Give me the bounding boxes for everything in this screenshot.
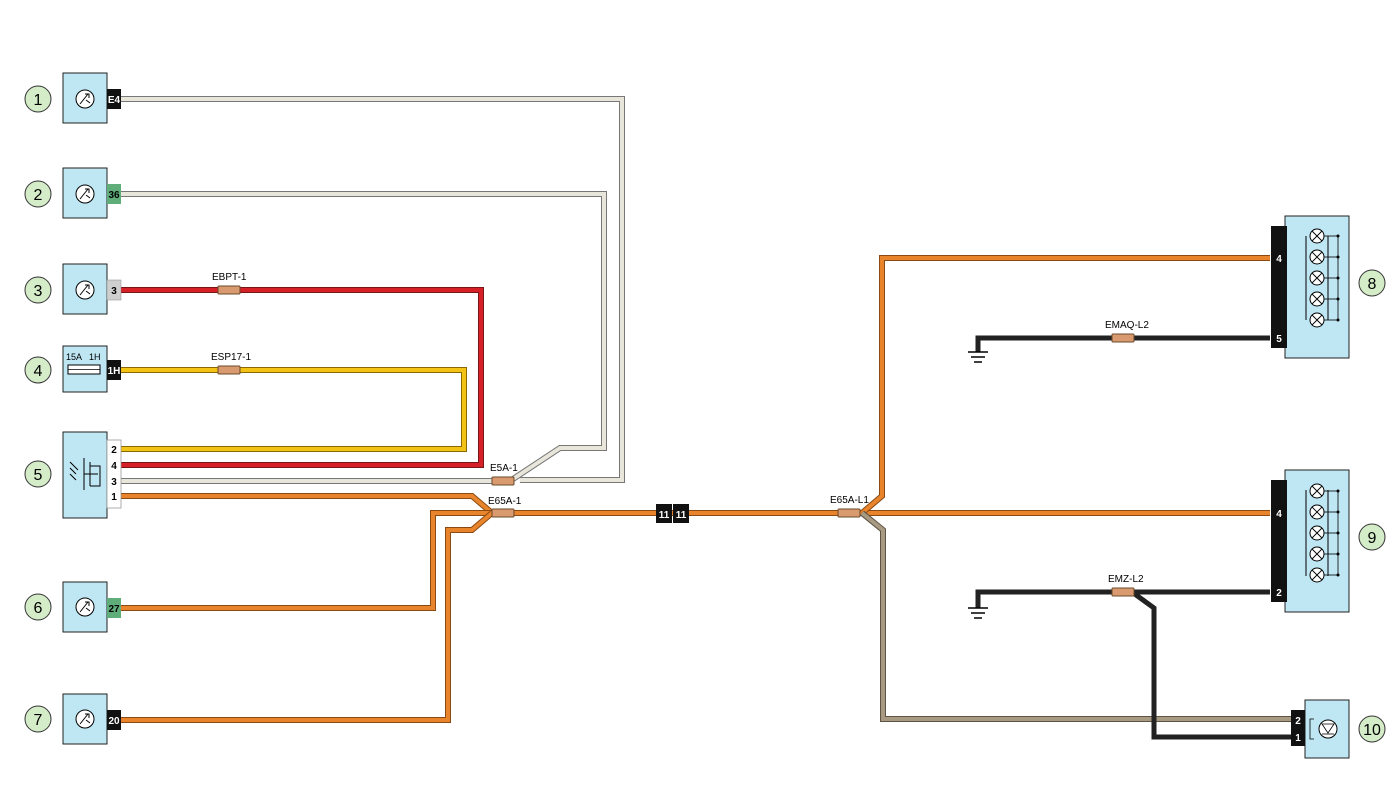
component-1: 1 E4 [24,72,121,124]
svg-text:4: 4 [111,461,117,472]
callout-7 [24,705,52,733]
svg-text:6: 6 [34,600,43,617]
splice-emz-l2: EMZ-L2 [1108,574,1144,597]
ground-icon [968,351,988,363]
sensor-icon [75,184,95,204]
lamp-filament [1311,272,1323,284]
sensor-icon [75,89,95,109]
component-9: 4 2 9 [1271,469,1386,613]
svg-text:4: 4 [1276,254,1282,265]
component-10: 2 1 10 [1291,699,1386,759]
callout-4 [24,356,52,384]
svg-text:2: 2 [34,187,43,204]
svg-text:ESP17-1: ESP17-1 [211,352,251,363]
lamp-filament [1311,293,1323,305]
svg-text:8: 8 [1368,276,1377,293]
wires [120,96,1292,740]
svg-text:9: 9 [1368,530,1377,547]
svg-text:2: 2 [1276,588,1282,599]
svg-text:E5A-1: E5A-1 [490,463,518,474]
lamp-filament [1311,251,1323,263]
wire-white-1 [120,96,625,483]
svg-text:EMZ-L2: EMZ-L2 [1108,574,1144,585]
svg-text:7: 7 [34,712,43,729]
splice-ebpt-1: EBPT-1 [212,272,247,295]
component-6: 6 27 [24,581,121,633]
callout-3 [24,276,52,304]
wire-white-2 [120,191,607,484]
svg-text:E65A-1: E65A-1 [488,496,522,507]
callout-1 [24,85,52,113]
lamp-filament [1311,230,1323,242]
svg-text:11: 11 [659,510,670,521]
svg-text:36: 36 [108,190,120,201]
svg-text:3: 3 [111,477,117,488]
sensor-icon [75,280,95,300]
lamp-filament [1311,485,1323,497]
callout-6 [24,593,52,621]
wire-orange-main [120,255,1270,723]
sensor-icon [75,597,95,617]
svg-text:5: 5 [34,467,43,484]
component-5: 5 2 4 3 1 [24,431,122,519]
svg-text:2: 2 [111,445,117,456]
callout-2 [24,180,52,208]
svg-text:4: 4 [34,363,43,380]
svg-text:3: 3 [34,283,43,300]
svg-text:10: 10 [1363,722,1381,739]
lamp-array-icon [1305,483,1340,583]
lamp-filament [1311,527,1323,539]
lamp-array-icon [1305,228,1340,328]
splice-esp17-1: ESP17-1 [211,352,251,375]
svg-text:1H: 1H [89,352,101,362]
component-4: 4 15A 1H 1H [24,345,121,393]
splice-e5a-1: E5A-1 [490,463,518,486]
lamp-filament [1311,314,1323,326]
wire-red [120,287,484,468]
lamp-filament [1311,506,1323,518]
svg-text:1: 1 [34,92,43,109]
svg-text:1H: 1H [108,366,121,377]
callout-8 [1358,269,1386,297]
svg-text:4: 4 [1276,509,1282,520]
svg-text:20: 20 [108,716,120,727]
callout-9 [1358,523,1386,551]
svg-text:E4: E4 [108,95,121,106]
svg-text:15A: 15A [66,352,82,362]
splice-emaq-l2: EMAQ-L2 [1105,320,1149,343]
callout-5 [24,460,52,488]
splice-e65a-1: E65A-1 [488,496,522,518]
connector-11: 11 11 [656,504,689,523]
component-2: 2 36 [24,167,121,219]
svg-text:E65A-L1: E65A-L1 [830,495,869,506]
lamp-filament [1311,548,1323,560]
splice-e65a-l1: E65A-L1 [830,495,869,518]
wire-black [975,335,1292,740]
svg-text:3: 3 [111,286,117,297]
component-3: 3 3 [24,263,122,315]
fuse-icon [67,364,101,375]
component-8: 4 5 8 [1271,215,1386,359]
sensor-icon [75,709,95,729]
wire-tan [860,510,1292,722]
svg-text:1: 1 [1295,733,1301,744]
callout-10 [1358,715,1386,743]
component-7: 7 20 [24,693,121,745]
switch-icon [69,458,101,490]
svg-text:11: 11 [676,510,687,521]
led-icon [1309,718,1338,740]
lamp-filament [1311,569,1323,581]
svg-text:EBPT-1: EBPT-1 [212,272,247,283]
svg-text:2: 2 [1295,716,1301,727]
ground-icon [968,607,988,619]
svg-text:5: 5 [1276,334,1282,345]
svg-text:EMAQ-L2: EMAQ-L2 [1105,320,1149,331]
svg-text:27: 27 [108,604,120,615]
wire-yellow [120,367,467,452]
svg-text:1: 1 [111,492,117,503]
